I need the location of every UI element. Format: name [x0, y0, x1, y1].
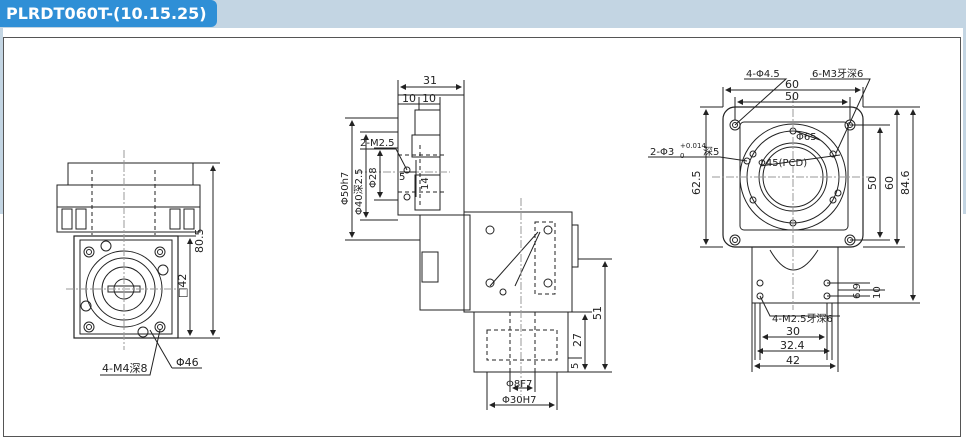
dim-50: 50	[785, 90, 799, 103]
model-title: PLRDT060T-(10.15.25)	[0, 0, 217, 27]
dim-shen5: 深5	[703, 146, 719, 158]
dim-80-5: 80.5	[193, 229, 206, 254]
dim-tol-up: +0.014	[680, 142, 706, 150]
dim-phi28: Φ28	[368, 167, 379, 188]
dim-4m4: 4-M4深8	[102, 362, 147, 375]
dim-2m25: 2-M2.5	[360, 138, 395, 149]
dim-27: 27	[571, 333, 584, 347]
dim-60: 60	[785, 78, 799, 91]
dim-5b: 5	[570, 363, 581, 369]
dim-32-4: 32.4	[780, 339, 805, 352]
dim-phi45pcd: Φ45(PCD)	[758, 158, 807, 169]
dim-10a: 10	[402, 92, 416, 105]
dim-tol-lo: 0	[680, 152, 684, 160]
right-view	[648, 78, 920, 372]
dim-4m25: 4-M2.5牙深6	[772, 313, 833, 325]
dim-60v: 60	[883, 176, 896, 190]
dim-phi65: Φ65	[796, 132, 817, 143]
drawing-frame	[3, 37, 961, 437]
dim-sq42: □42	[176, 274, 189, 298]
left-flange-row	[56, 206, 201, 233]
dim-phi40: Φ40深2.5	[353, 169, 365, 216]
dim-42: 42	[786, 354, 800, 367]
dim-phi30h7: Φ30H7	[502, 395, 536, 406]
left-view	[56, 150, 220, 376]
dim-31: 31	[423, 74, 437, 87]
dim-51: 51	[591, 306, 604, 320]
left-body-square	[73, 235, 179, 339]
dim-62-5: 62.5	[690, 171, 703, 196]
dim-5: 5	[399, 172, 405, 183]
dim-phi46: Φ46	[176, 356, 199, 369]
dim-4phi45: 4-Φ4.5	[746, 69, 780, 80]
left-top-housing	[67, 162, 194, 186]
dim-6m3: 6-M3牙深6	[812, 68, 863, 80]
dim-10b: 10	[422, 92, 436, 105]
dim-2phi3: 2-Φ3	[650, 147, 674, 158]
dim-14: 14	[420, 177, 431, 190]
dim-84-6: 84.6	[899, 171, 912, 196]
dim-30: 30	[786, 325, 800, 338]
mid-main-body	[463, 211, 573, 313]
right-edge-strip	[963, 28, 966, 214]
dim-50v: 50	[866, 176, 879, 190]
left-edge-strip	[0, 28, 3, 214]
dim-10v: 10	[872, 286, 883, 299]
middle-view	[345, 80, 612, 410]
dim-phi50h7: Φ50h7	[340, 172, 351, 205]
left-mid-housing	[56, 184, 201, 208]
dim-6-9: 6.9	[852, 283, 863, 299]
dim-phi8f7: Φ8F7	[506, 379, 532, 390]
mid-lower-block	[419, 214, 471, 311]
